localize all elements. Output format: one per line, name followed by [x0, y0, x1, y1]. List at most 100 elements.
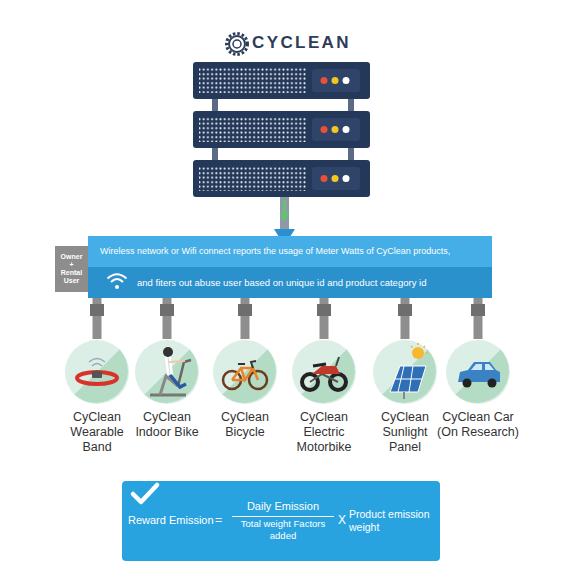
formula-operator: X [338, 513, 346, 528]
circle-shape [64, 339, 130, 405]
circle-shade [382, 349, 435, 402]
indoor-bike-icon [178, 360, 191, 386]
server-unit [193, 62, 370, 99]
server-vent [199, 117, 307, 142]
fraction-bar [232, 516, 334, 517]
server-unit [193, 160, 370, 197]
device-circle: CyClean Sunlight Panel [369, 339, 441, 455]
status-light [332, 126, 339, 133]
server-link [348, 99, 354, 111]
motorbike-wheel [302, 374, 318, 390]
bicycle-parts [238, 361, 256, 368]
pipe-joint [238, 304, 252, 316]
server-unit [193, 111, 370, 148]
circle-shape [291, 339, 357, 405]
circle-shape [134, 339, 200, 405]
wifi-icon [115, 285, 119, 289]
car-wheel [488, 379, 497, 388]
solar-panel [390, 366, 426, 392]
car-window [485, 364, 494, 370]
device-circle: CyClean Car (On Research) [435, 339, 521, 440]
server-link [212, 148, 218, 160]
sun-rays [411, 343, 428, 353]
circle-shade [301, 349, 354, 402]
device-label: CyClean Bicycle [209, 410, 281, 440]
signal-arcs [92, 364, 102, 367]
wristband-device [92, 371, 102, 378]
sun-icon [412, 347, 424, 359]
motorbike-wheel [330, 374, 346, 390]
rider-arms [169, 361, 185, 362]
pipe-joint [471, 304, 485, 316]
rider-body [168, 357, 170, 375]
device-label: CyClean Indoor Bike [131, 410, 203, 440]
band-text: Wireless network or Wifi connect reports… [88, 236, 492, 267]
motorbike-frame [310, 374, 338, 382]
pipe-connector [320, 298, 329, 339]
flow-arrow [283, 200, 286, 215]
circle-shape [372, 339, 438, 405]
circle-fill [65, 340, 129, 404]
circle-shape [445, 339, 511, 405]
pipe-joint [160, 304, 174, 316]
formula-term: Reward Emission [128, 514, 214, 528]
indoor-bike-icon [150, 394, 186, 397]
rider-body [168, 357, 170, 375]
formula-numerator: Daily Emission [232, 500, 334, 514]
wristband-icon [77, 372, 117, 384]
check-mark [133, 485, 157, 502]
server-vent [199, 68, 307, 93]
pipe-connector [163, 298, 172, 339]
pipe-joint [90, 304, 104, 316]
bicycle-wheel [249, 371, 267, 389]
device-label: CyClean Electric Motorbike [288, 410, 360, 455]
formula-term: Product emission weight [349, 508, 438, 534]
formula-box: Reward Emission=Daily EmissionTotal weig… [122, 481, 440, 561]
device-circle: CyClean Electric Motorbike [288, 339, 360, 455]
flow-arrow-head [280, 213, 290, 221]
bicycle-wheel [223, 371, 241, 389]
circle-fill [446, 340, 510, 404]
indoor-bike-icon [160, 376, 178, 395]
solar-stand [403, 392, 405, 399]
device-circle: CyClean Indoor Bike [131, 339, 203, 440]
pipe-connector [401, 298, 410, 339]
brand-title: CYCLEAN [252, 33, 351, 53]
circle-fill [373, 340, 437, 404]
circle-fill [213, 340, 277, 404]
status-light [332, 77, 339, 84]
circle-shade [74, 349, 127, 402]
formula-operator: = [215, 513, 222, 528]
server-vent [199, 166, 307, 191]
bicycle-frame [232, 368, 258, 380]
status-light [332, 175, 339, 182]
server-panel [312, 167, 360, 190]
signal-arcs [89, 359, 105, 363]
motorbike-body [312, 366, 340, 374]
pipe-connector [474, 298, 483, 339]
device-label: CyClean Sunlight Panel [369, 410, 441, 455]
status-light [321, 175, 328, 182]
pipe-joint [317, 304, 331, 316]
circle-fill [135, 340, 199, 404]
status-light [343, 77, 350, 84]
solar-grid [395, 366, 422, 392]
tag-text: Owner + Rental User [58, 253, 85, 285]
status-light [321, 126, 328, 133]
network-band: Wireless network or Wifi connect reports… [88, 236, 492, 298]
wifi-icon [108, 274, 127, 278]
device-label: CyClean Wearable Band [61, 410, 133, 455]
circle-fill [292, 340, 356, 404]
device-circle: CyClean Bicycle [209, 339, 281, 440]
circle-shade [144, 349, 197, 402]
band-text: and fiters out abuse user based on uniqu… [88, 267, 492, 298]
circle-shade [222, 349, 275, 402]
server-link [348, 148, 354, 160]
motorbike-handle [336, 357, 339, 366]
wifi-icon [111, 279, 123, 282]
rider-head [163, 347, 173, 357]
car-wheel [463, 379, 472, 388]
car-body [458, 362, 500, 382]
pipe-joint [398, 304, 412, 316]
status-light [321, 77, 328, 84]
